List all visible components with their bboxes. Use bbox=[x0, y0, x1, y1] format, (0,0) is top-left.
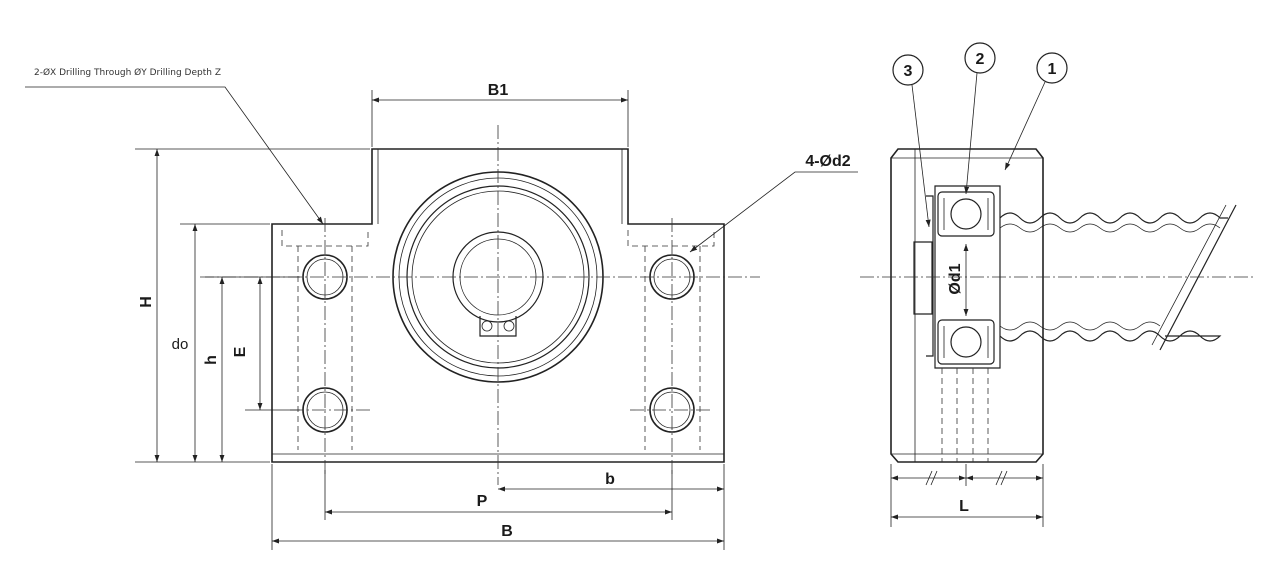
label-H: H bbox=[138, 296, 155, 308]
side-view-housing bbox=[890, 148, 1044, 463]
svg-text:1: 1 bbox=[1048, 61, 1057, 78]
bearing-ball bbox=[950, 326, 982, 358]
bearing-ball bbox=[950, 198, 982, 230]
label-d1: Ød1 bbox=[947, 263, 964, 294]
front-view: B1 H do h E b P B 4-Ød2 bbox=[25, 82, 858, 550]
label-E: E bbox=[232, 346, 249, 357]
label-h: h bbox=[203, 355, 220, 365]
label-b: b bbox=[605, 471, 615, 488]
label-P: P bbox=[477, 493, 488, 510]
drilling-note: 2-ØX Drilling Through ØY Drilling Depth … bbox=[34, 68, 221, 78]
ball-screw-shaft bbox=[999, 212, 1228, 224]
balloon-2 bbox=[964, 42, 996, 74]
label-L: L bbox=[959, 498, 969, 515]
mounting-hole bbox=[302, 254, 348, 300]
svg-text:3: 3 bbox=[904, 63, 913, 80]
label-do: do bbox=[172, 336, 189, 353]
label-B: B bbox=[501, 523, 513, 540]
label-B1: B1 bbox=[488, 82, 509, 99]
holes-callout-leader bbox=[689, 171, 858, 253]
front-view-outline bbox=[271, 148, 725, 463]
note-leader bbox=[25, 86, 324, 225]
mounting-hole bbox=[649, 387, 695, 433]
label-holes-callout: 4-Ød2 bbox=[805, 153, 850, 170]
balloon-3 bbox=[892, 54, 924, 86]
side-view: Ød1 L 3 2 1 bbox=[860, 42, 1255, 527]
svg-text:2: 2 bbox=[976, 51, 985, 68]
balloon-1 bbox=[1036, 52, 1068, 84]
